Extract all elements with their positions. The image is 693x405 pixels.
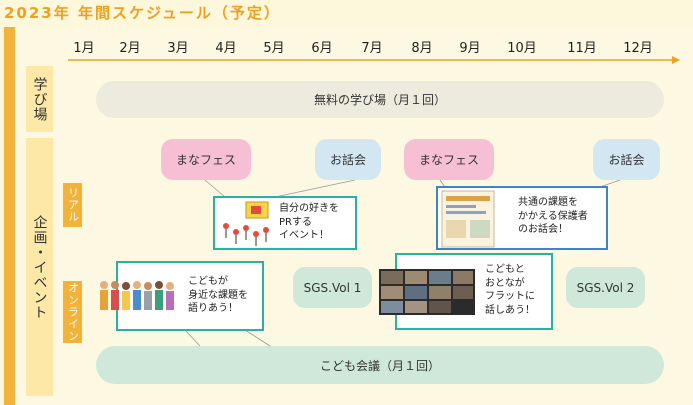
month-label: 11月 [567, 41, 597, 56]
row-label-manabiba: 学び場 [26, 66, 53, 132]
bar-manabiba-label: 無料の学び場（月１回） [313, 93, 446, 107]
tag-real: リアル [63, 183, 82, 227]
month-label: 7月 [361, 41, 383, 56]
accent-bar [4, 27, 15, 405]
card-pr-event: 自分の好きを PRする イベント！ [213, 196, 357, 250]
event-mana-fes: まなフェス [161, 139, 251, 180]
month-label: 8月 [411, 41, 433, 56]
event-label: まなフェス [175, 153, 236, 167]
row-label-text: 企画・イベント [31, 214, 48, 320]
month-label: 4月 [215, 41, 237, 56]
event-illustration [223, 201, 269, 246]
card-kids-talk: こどもが 身近な課題を 語りあう！ [100, 261, 264, 331]
bar-kodomo-kaigi: こども会議（月１回） [96, 346, 664, 384]
card-flat-talk: こどもと おとなが フラットに 話しあう！ [379, 253, 553, 330]
row-label-text: 学び場 [31, 76, 48, 122]
event-ohanashikai: お話会 [315, 139, 381, 180]
event-sgs-vol2: SGS.Vol 2 [566, 267, 645, 308]
event-label: お話会 [329, 153, 366, 167]
event-label: SGS.Vol 2 [576, 280, 635, 295]
event-label: お話会 [608, 153, 645, 167]
bar-kodomo-kaigi-label: こども会議（月１回） [319, 358, 440, 373]
event-label: SGS.Vol 1 [303, 280, 362, 295]
month-label: 5月 [263, 41, 285, 56]
people-illustration [100, 281, 174, 310]
tag-online-label: オンライン [66, 282, 80, 342]
month-label: 6月 [311, 41, 333, 56]
card-text: こどもが 身近な課題を 語りあう！ [188, 276, 248, 314]
card-parents-talk: 共通の課題を かかえる保護者 のお話会！ [436, 186, 608, 250]
month-label: 12月 [623, 41, 653, 56]
tag-online: オンライン [63, 281, 82, 343]
bar-manabiba: 無料の学び場（月１回） [96, 81, 664, 118]
event-ohanashikai: お話会 [593, 139, 660, 180]
month-label: 10月 [507, 41, 537, 56]
month-label: 3月 [167, 41, 189, 56]
page-title: 2023年 年間スケジュール（予定） [4, 4, 281, 22]
month-label: 9月 [459, 41, 481, 56]
event-mana-fes: まなフェス [404, 139, 494, 180]
event-sgs-vol1: SGS.Vol 1 [293, 267, 372, 308]
card-text: こどもと おとなが フラットに 話しあう！ [485, 264, 535, 316]
row-label-kikaku: 企画・イベント [26, 138, 53, 396]
card-text: 自分の好きを PRする イベント！ [279, 203, 339, 241]
video-call-illustration [379, 269, 475, 315]
event-label: まなフェス [418, 153, 479, 167]
month-label: 2月 [119, 41, 141, 56]
tag-real-label: リアル [66, 187, 80, 223]
month-label: 1月 [73, 41, 95, 56]
flyer-illustration [441, 190, 495, 248]
card-text: 共通の課題を かかえる保護者 のお話会！ [518, 197, 588, 235]
timeline-arrow [68, 56, 680, 64]
